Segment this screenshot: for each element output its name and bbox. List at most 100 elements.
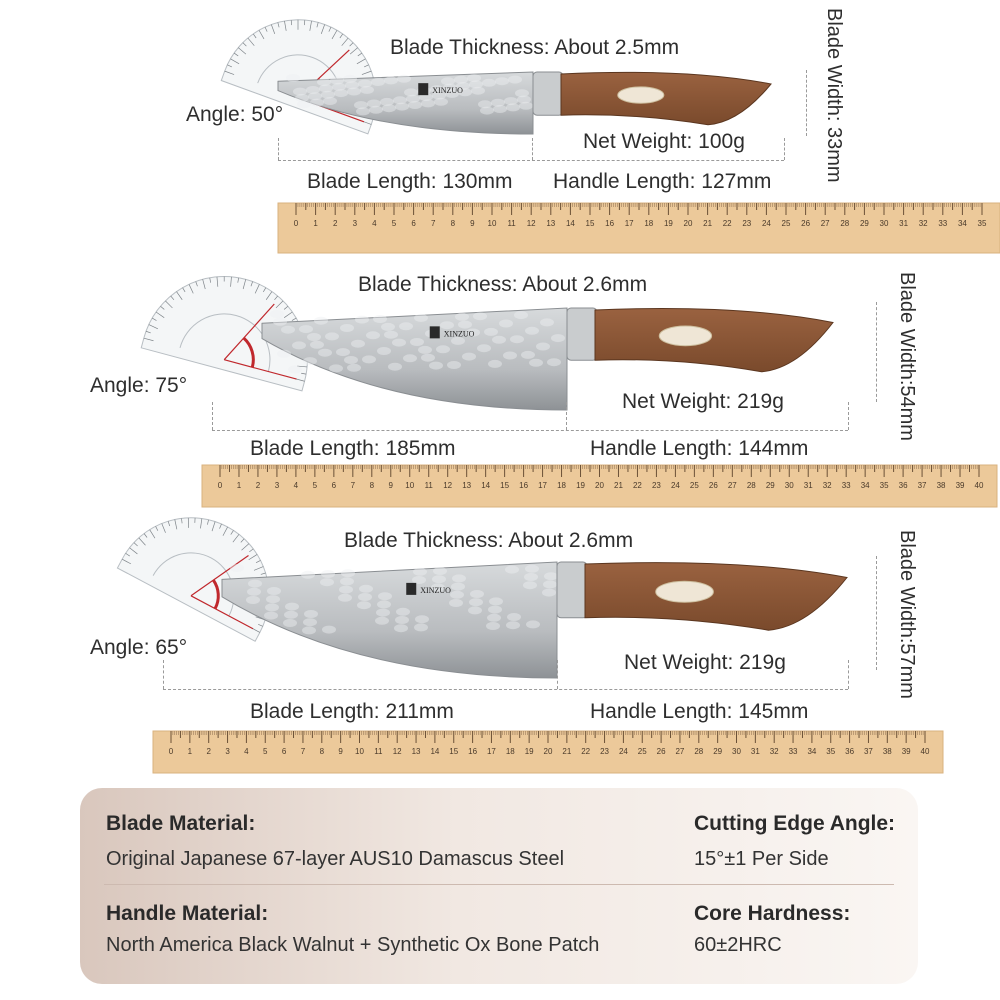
ruler-tick-label: 7 xyxy=(431,219,436,228)
ruler-tick-label: 16 xyxy=(468,747,477,756)
ruler-tick-label: 33 xyxy=(842,481,851,490)
ruler-tick-label: 4 xyxy=(294,481,299,490)
ruler-tick-label: 19 xyxy=(576,481,585,490)
ruler-tick-label: 5 xyxy=(263,747,268,756)
hammer-mark xyxy=(429,361,443,370)
hammer-mark xyxy=(320,578,334,587)
hammer-mark xyxy=(310,98,324,107)
hammer-mark xyxy=(469,598,483,607)
hammer-mark xyxy=(321,90,335,99)
protractor-tick xyxy=(364,64,369,68)
blade-length-3: Blade Length: 211mm xyxy=(250,700,454,723)
blade-material-label: Blade Material: xyxy=(106,812,256,835)
ruler-tick-label: 28 xyxy=(694,747,703,756)
ruler-tick-label: 28 xyxy=(747,481,756,490)
protractor-angle-arc xyxy=(212,579,220,610)
ruler-tick-label: 19 xyxy=(525,747,534,756)
dimension-line-1 xyxy=(278,160,784,161)
hammer-mark xyxy=(381,322,395,331)
ruler-tick-label: 19 xyxy=(664,219,673,228)
hammer-mark xyxy=(412,576,426,584)
hammer-mark xyxy=(303,357,317,366)
protractor-tick xyxy=(160,305,165,310)
hammer-mark xyxy=(482,78,496,87)
hammer-mark xyxy=(329,364,343,373)
protractor-tick xyxy=(230,276,232,287)
ruler-tick-label: 14 xyxy=(481,481,490,490)
ruler-tick-label: 23 xyxy=(600,747,609,756)
hammer-mark xyxy=(358,593,372,601)
hammer-mark xyxy=(307,333,321,341)
ruler-tick-label: 29 xyxy=(766,481,775,490)
hammer-mark xyxy=(506,103,520,112)
protractor-tick xyxy=(151,317,157,321)
hammer-mark xyxy=(317,78,331,87)
hammer-mark xyxy=(440,321,454,330)
ruler-tick-label: 21 xyxy=(703,219,712,228)
protractor-tick xyxy=(223,276,225,282)
hammer-mark xyxy=(406,94,420,103)
protractor-tick xyxy=(356,58,366,65)
protractor-tick xyxy=(275,300,284,309)
blade-shape xyxy=(261,307,568,411)
protractor-tick xyxy=(255,560,261,563)
hammer-mark xyxy=(288,365,302,374)
hammer-mark xyxy=(410,338,424,346)
hammer-mark xyxy=(369,105,383,114)
hammer-mark xyxy=(295,93,309,102)
hammer-mark xyxy=(338,593,352,602)
hammer-mark xyxy=(384,330,398,339)
hammer-mark xyxy=(447,361,461,369)
protractor-tick xyxy=(309,20,312,31)
protractor-tick xyxy=(250,281,253,287)
blade-width-1: Blade Width: 33mm xyxy=(823,8,845,183)
ruler-tick-label: 21 xyxy=(562,747,571,756)
ruler-tick-label: 35 xyxy=(978,219,987,228)
hammer-mark xyxy=(477,344,491,353)
hammer-mark xyxy=(293,87,307,96)
dimension-line-2 xyxy=(212,430,848,431)
hammer-mark xyxy=(443,83,457,92)
protractor-tick xyxy=(230,530,234,535)
ruler-tick-label: 32 xyxy=(770,747,779,756)
blade-thickness-3: Blade Thickness: About 2.6mm xyxy=(344,529,634,552)
hammer-mark xyxy=(330,76,344,85)
hammer-mark xyxy=(395,102,409,111)
protractor-tick xyxy=(291,317,297,321)
ruler-tick-label: 29 xyxy=(860,219,869,228)
hammer-mark xyxy=(297,100,311,109)
hammer-mark xyxy=(536,342,550,351)
ruler-tick-label: 15 xyxy=(586,219,595,228)
protractor-tick xyxy=(260,572,266,575)
protractor-tick xyxy=(241,543,250,551)
hammer-mark xyxy=(468,606,482,615)
hammer-mark xyxy=(366,331,380,340)
hammer-mark xyxy=(336,348,350,357)
hammer-mark xyxy=(489,597,503,606)
hammer-mark xyxy=(322,625,336,634)
protractor-tick xyxy=(237,277,239,283)
protractor-tick xyxy=(297,19,299,30)
hammer-mark xyxy=(308,92,322,101)
protractor-angle-arc xyxy=(242,336,255,368)
hammer-mark xyxy=(277,349,291,358)
hammer-mark xyxy=(334,89,348,98)
ruler-tick-label: 30 xyxy=(880,219,889,228)
brand-logo xyxy=(406,582,417,595)
hammer-mark xyxy=(358,79,372,88)
hammer-mark xyxy=(375,616,389,625)
protractor-tick xyxy=(176,291,183,300)
protractor-tick xyxy=(224,70,235,75)
protractor-tick xyxy=(211,521,216,532)
hammer-mark xyxy=(332,82,346,91)
protractor-tick xyxy=(247,37,255,46)
ruler-tick-label: 2 xyxy=(333,219,338,228)
hammer-mark xyxy=(354,101,368,110)
hammer-mark xyxy=(408,101,422,109)
protractor-tick xyxy=(216,276,219,287)
hammer-mark xyxy=(514,311,528,320)
ruler-tick-label: 39 xyxy=(956,481,965,490)
hammer-mark xyxy=(246,596,260,604)
ruler-tick-label: 11 xyxy=(507,219,516,228)
ruler-tick-label: 4 xyxy=(372,219,377,228)
